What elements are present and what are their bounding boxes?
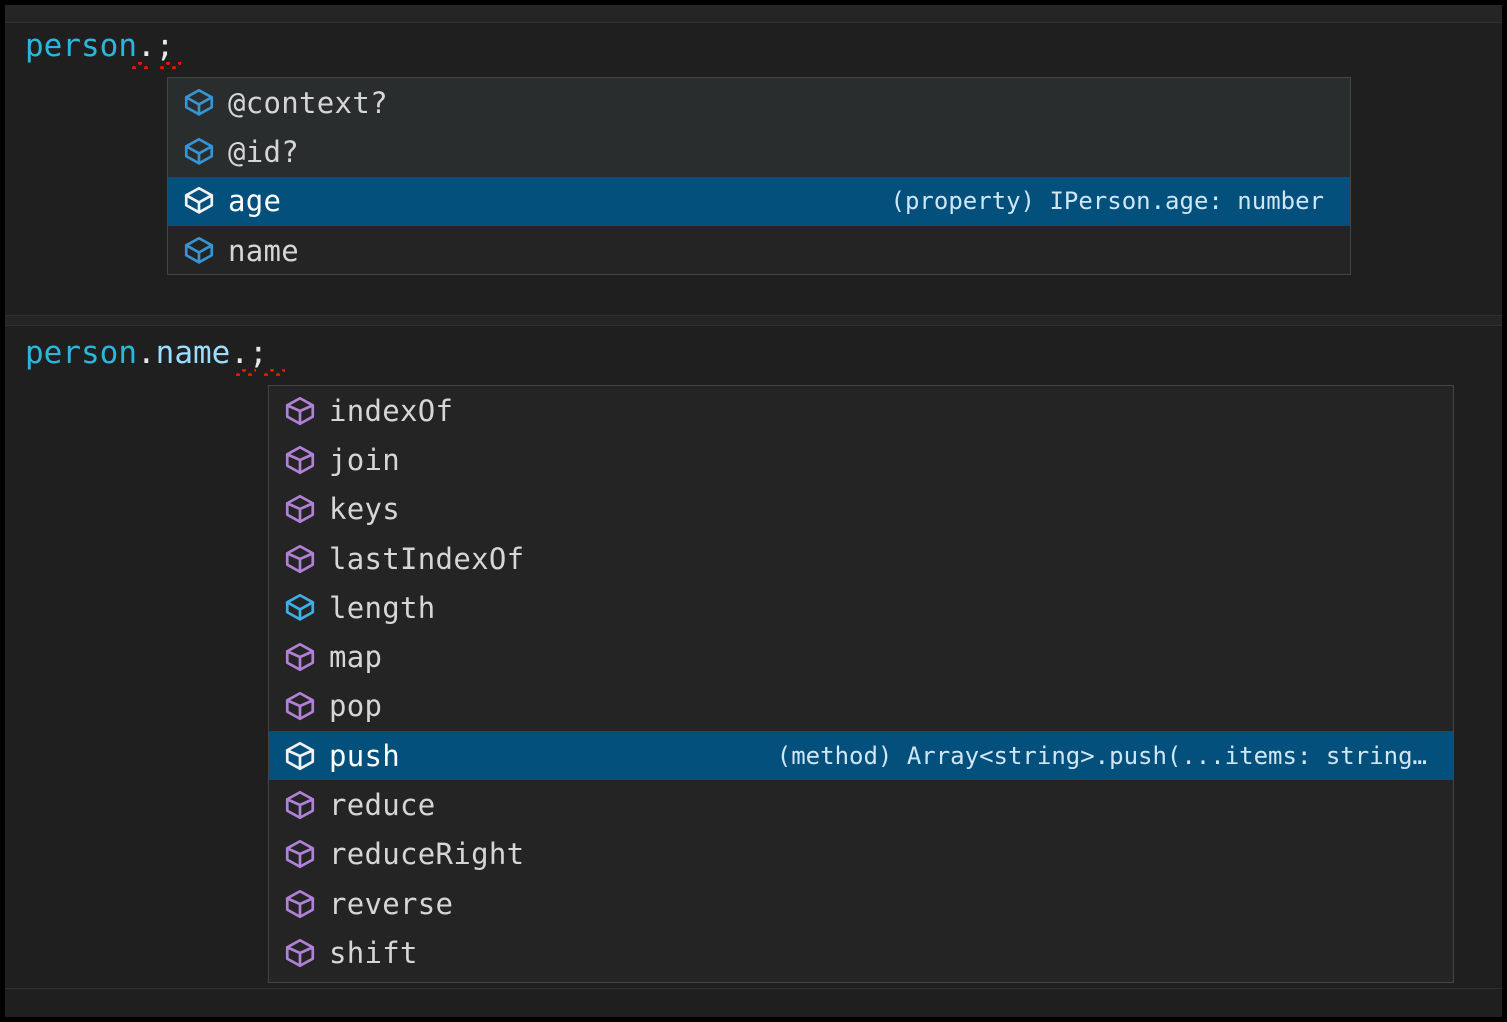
method-cube-icon: [285, 741, 315, 770]
suggest-item-age[interactable]: age (property) IPerson.age: number: [168, 176, 1350, 226]
suggest-item-detail: (method) Array<string>.push(...items: st…: [776, 741, 1427, 770]
suggest-item-context[interactable]: @context?: [168, 78, 1350, 128]
suggest-item-label: map: [329, 640, 383, 675]
method-cube-icon: [285, 840, 315, 869]
token-dot-2b: .: [230, 335, 249, 371]
error-squiggle-line2-semicolon: [263, 369, 285, 376]
suggest-widget-person[interactable]: @context? @id? age (proper: [167, 77, 1351, 275]
method-cube-icon: [285, 544, 315, 573]
token-dot: .: [136, 28, 156, 64]
property-cube-icon: [184, 187, 214, 214]
editor-top-band: [5, 5, 1502, 22]
method-cube-icon: [285, 692, 315, 721]
suggest-item-pop[interactable]: pop: [269, 681, 1453, 732]
suggest-item-label: age: [228, 184, 282, 219]
suggest-item-label: reverse: [329, 886, 454, 921]
suggest-item-label: reduce: [329, 788, 436, 823]
property-cube-icon: [184, 137, 214, 165]
suggest-item-keys[interactable]: keys: [269, 484, 1453, 534]
editor-divider-top: [5, 22, 1502, 23]
method-cube-icon: [285, 396, 315, 425]
token-semicolon-2: ;: [248, 335, 268, 371]
suggest-item-label: lastIndexOf: [329, 541, 525, 576]
error-squiggle-line2-dot: [235, 369, 256, 376]
method-cube-icon: [285, 790, 315, 820]
method-cube-icon: [285, 643, 315, 672]
error-squiggle-line1-dot: [131, 62, 150, 69]
suggest-item-label: join: [329, 442, 401, 477]
suggest-item-reverse[interactable]: reverse: [269, 878, 1453, 929]
token-property-name: name: [155, 335, 231, 371]
method-cube-icon: [285, 889, 315, 918]
suggest-item-push[interactable]: push (method) Array<string>.push(...item…: [269, 731, 1453, 781]
suggest-item-name[interactable]: name: [168, 225, 1350, 274]
token-semicolon: ;: [155, 28, 175, 64]
editor-divider-mid-lower: [5, 325, 1502, 326]
suggest-item-label: shift: [329, 935, 418, 970]
error-squiggle-line1-semicolon: [159, 62, 181, 69]
suggest-widget-person-name[interactable]: indexOf join keys: [268, 385, 1454, 983]
suggest-item-join[interactable]: join: [269, 435, 1453, 485]
suggest-item-label: @context?: [228, 85, 388, 120]
method-cube-icon: [285, 938, 315, 968]
editor-mid-band: [5, 316, 1502, 325]
method-cube-icon: [285, 445, 315, 475]
suggest-item-label: indexOf: [329, 393, 454, 428]
suggest-item-label: length: [329, 590, 436, 625]
suggest-item-label: push: [329, 738, 401, 773]
token-dot-2a: .: [136, 335, 156, 371]
suggest-item-label: keys: [329, 492, 401, 527]
suggest-item-lastindexof[interactable]: lastIndexOf: [269, 533, 1453, 584]
method-cube-icon: [285, 495, 315, 524]
suggest-item-reduceright[interactable]: reduceRight: [269, 829, 1453, 879]
token-variable-person-2: person: [25, 335, 137, 371]
editor-divider-bottom: [5, 988, 1502, 989]
suggest-item-map[interactable]: map: [269, 632, 1453, 682]
suggest-item-label: name: [228, 233, 300, 268]
suggest-item-label: pop: [329, 689, 383, 724]
suggest-item-detail: (property) IPerson.age: number: [890, 187, 1324, 216]
suggest-item-shift[interactable]: shift: [269, 928, 1453, 978]
token-variable-person: person: [25, 28, 137, 64]
suggest-item-id[interactable]: @id?: [168, 127, 1350, 177]
suggest-item-label: @id?: [228, 134, 300, 169]
property-cube-icon: [184, 236, 214, 264]
suggest-item-length[interactable]: length: [269, 583, 1453, 633]
property-cube-icon: [285, 593, 315, 621]
suggest-item-indexof[interactable]: indexOf: [269, 386, 1453, 436]
code-line-2[interactable]: person.name.;: [25, 333, 268, 373]
editor-divider-mid-upper: [5, 315, 1502, 316]
suggest-item-reduce[interactable]: reduce: [269, 780, 1453, 830]
property-cube-icon: [184, 88, 214, 116]
code-line-1[interactable]: person.;: [25, 26, 174, 66]
suggest-item-label: reduceRight: [329, 837, 525, 872]
code-editor-surface[interactable]: person.; person.name.; @context?: [5, 5, 1502, 1017]
